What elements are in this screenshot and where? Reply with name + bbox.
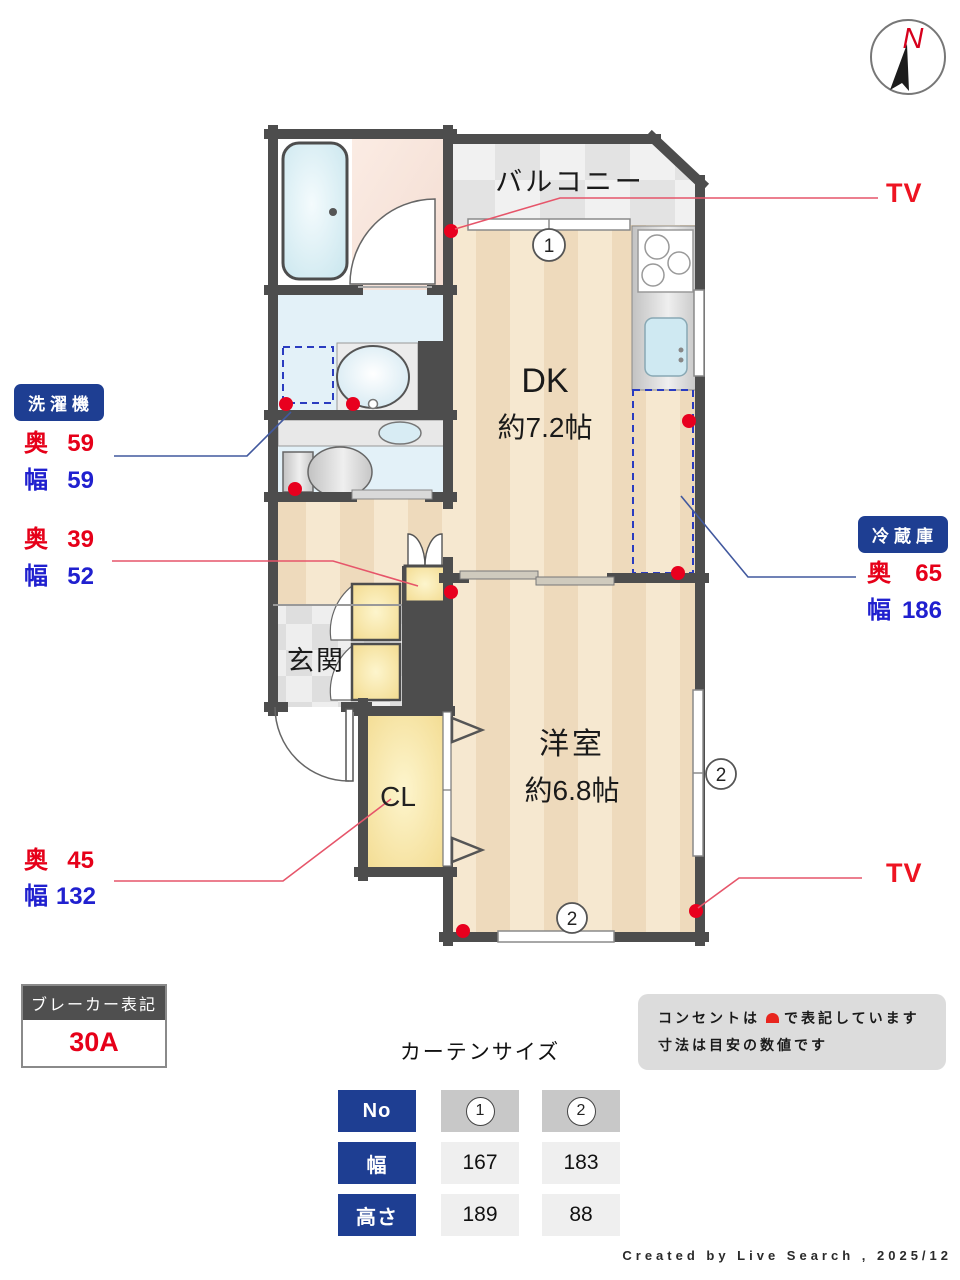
window-marker-2-east: 2 — [705, 758, 737, 790]
breaker-box: ブレーカー表記 30A — [21, 984, 167, 1068]
sink-detail — [678, 357, 684, 363]
fridge-leader — [680, 495, 856, 578]
window-marker-2-num: 2 — [567, 909, 578, 930]
western-room-size-label: 約6.8帖 — [525, 775, 620, 806]
window-marker-2-num: 2 — [716, 765, 727, 786]
curtain-cell-height-1: 189 — [441, 1194, 519, 1236]
fridge-badge: 冷蔵庫 — [858, 516, 948, 553]
bathroom-door-arc — [349, 198, 436, 285]
hall-cabinet-width: 幅 52 — [24, 563, 94, 590]
shoe-cabinet — [350, 642, 402, 702]
hall-cabinet-door — [424, 533, 443, 567]
washer-dashed-area — [282, 346, 334, 404]
notes-box: コンセントはで表記しています 寸法は目安の数値です — [638, 994, 946, 1070]
outlet-dot — [444, 585, 458, 599]
bathtub — [281, 141, 349, 281]
balcony-floor — [448, 139, 700, 225]
washer-badge: 洗濯機 — [14, 384, 104, 421]
tv-label-bottom: TV — [886, 858, 923, 888]
stove-burner — [667, 251, 691, 275]
dk-sliding-door — [459, 570, 539, 580]
hall-cabinet-leader — [112, 560, 419, 587]
tv-label-top: TV — [886, 178, 923, 208]
curtain-cell-width-2: 183 — [542, 1142, 620, 1184]
outlet-dot — [444, 224, 458, 238]
outlet-dot — [288, 482, 302, 496]
closet-leader — [114, 798, 392, 882]
stove-burner — [644, 234, 670, 260]
outlet-dots — [279, 224, 703, 938]
curtain-header-no: No — [338, 1090, 416, 1132]
notes-line1: コンセントはで表記しています — [658, 1010, 920, 1026]
curtain-header-width: 幅 — [338, 1142, 416, 1184]
notes-line2: 寸法は目安の数値です — [658, 1037, 828, 1054]
leader-lines — [112, 197, 878, 909]
toilet-sliding-door — [351, 489, 433, 500]
sink-detail — [678, 347, 684, 353]
fridge-depth: 奥 65 — [867, 560, 942, 587]
curtain-cell-height-2: 88 — [542, 1194, 620, 1236]
outlet-dot — [682, 414, 696, 428]
fridge-width: 幅 186 — [867, 597, 942, 624]
closet-door-arrow — [450, 716, 486, 744]
shoe-cabinet-door — [329, 584, 353, 641]
closet-floor — [363, 707, 445, 872]
window-marker-2-south: 2 — [556, 902, 588, 934]
bathtub-drain — [329, 208, 337, 216]
window-western-south — [497, 930, 615, 943]
dk-size-label: 約7.2帖 — [498, 412, 593, 443]
kitchen-sink — [644, 317, 688, 377]
shoe-cabinet — [350, 582, 402, 642]
entrance-door-arc — [274, 706, 350, 782]
balcony-label: バルコニー — [495, 167, 644, 197]
outlet-dot — [671, 566, 685, 580]
compass-needle — [890, 44, 909, 91]
shoe-cabinet-door — [329, 644, 353, 701]
closet-width: 幅 132 — [24, 883, 96, 910]
western-room-floor — [448, 578, 700, 937]
credit-text: Created by Live Search , 2025/12 — [622, 1248, 952, 1263]
breaker-value: 30A — [69, 1027, 119, 1057]
closet-label: CL — [380, 781, 416, 812]
curtain-row-height: 高さ 189 88 — [338, 1194, 620, 1236]
toilet-mini-sink — [378, 421, 422, 445]
curtain-table: No 1 2 幅 167 183 高さ 189 88 — [338, 1090, 620, 1246]
stove-burner — [641, 263, 665, 287]
washer-leader — [114, 411, 292, 457]
closet-door-arrow — [450, 836, 486, 864]
fridge-dashed-area — [632, 389, 694, 574]
closet-depth: 奥 45 — [24, 847, 94, 874]
curtain-cell-no-2: 2 — [542, 1090, 620, 1132]
dk-sliding-door — [535, 576, 615, 586]
outlet-dot — [456, 924, 470, 938]
curtain-header-height: 高さ — [338, 1194, 416, 1236]
washbasin — [336, 345, 410, 409]
hall-cabinet-depth: 奥 39 — [24, 526, 94, 553]
entrance-door-leaf — [345, 708, 354, 782]
outlet-symbol-icon — [766, 1013, 779, 1023]
compass: N — [870, 19, 946, 95]
entrance-label: 玄関 — [287, 646, 345, 676]
window-kitchen — [693, 289, 705, 377]
window-marker-1-num: 1 — [544, 236, 555, 257]
compass-north-label: N — [903, 23, 924, 55]
curtain-row-width: 幅 167 183 — [338, 1142, 620, 1184]
curtain-cell-width-1: 167 — [441, 1142, 519, 1184]
washer-width: 幅 59 — [24, 467, 94, 494]
breaker-title: ブレーカー表記 — [23, 986, 165, 1020]
window-marker-1: 1 — [532, 228, 566, 262]
curtain-table-title: カーテンサイズ — [399, 1041, 561, 1064]
closet-sliding-door — [442, 711, 452, 867]
curtain-cell-no-1: 1 — [441, 1090, 519, 1132]
tv-bottom-leader — [697, 877, 862, 909]
outlet-dot — [346, 397, 360, 411]
washer-depth: 奥 59 — [24, 430, 94, 457]
basin-faucet — [367, 398, 379, 410]
tv-top-leader — [454, 197, 878, 230]
outlet-dot — [279, 397, 293, 411]
curtain-row-no: No 1 2 — [338, 1090, 620, 1132]
dk-label: DK — [521, 362, 569, 400]
western-room-label: 洋室 — [539, 728, 605, 761]
